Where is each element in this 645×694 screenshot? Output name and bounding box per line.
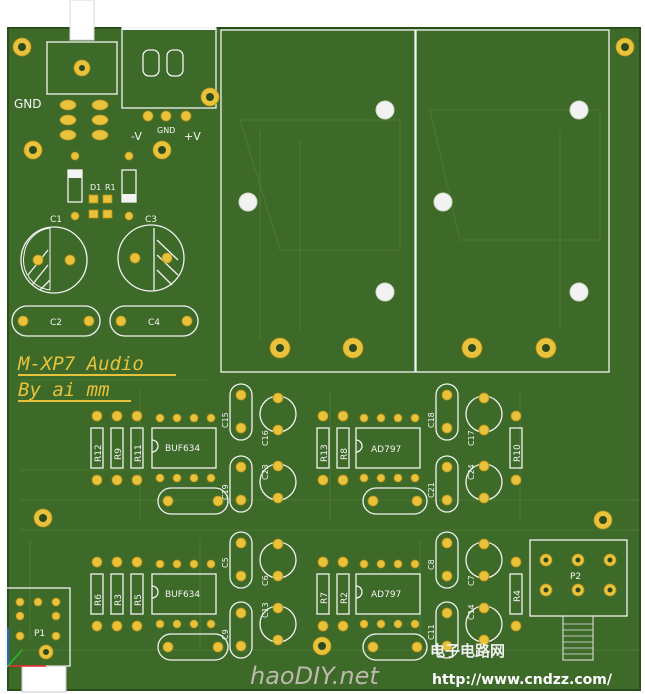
plus-v-label: +V (184, 130, 201, 143)
bottom-right-caps: C8 C11 C7 C14 R4 (427, 531, 523, 659)
r13-label: R13 (320, 444, 330, 462)
title-line-1: M-XP7 Audio (17, 353, 144, 375)
c4-capacitor: C4 (109, 305, 199, 337)
d1-label: D1 (90, 183, 101, 192)
r8-label: R8 (340, 448, 350, 460)
c3-capacitor: C3 (117, 215, 185, 292)
c1-label: C1 (50, 215, 62, 225)
c16-label: C16 (261, 430, 270, 446)
r10-label: R10 (513, 444, 523, 462)
top-left-caps: C15 C19 C16 C23 (221, 383, 297, 513)
bottom-right-resistors: R7 R2 (316, 556, 350, 632)
c18-label: C18 (427, 412, 436, 428)
r5-label: R5 (134, 594, 144, 606)
buf-top-label: BUF634 (165, 444, 200, 454)
c4-label: C4 (148, 318, 160, 328)
r12-label: R12 (94, 444, 104, 462)
buf634-top: BUF634 (151, 413, 217, 483)
c21-label: C21 (427, 482, 436, 498)
c5-label: C5 (221, 557, 230, 568)
ad797-top: AD797 (355, 413, 421, 483)
top-left-resistors: R12 R9 R11 (90, 410, 144, 486)
gnd-label: GND (14, 97, 42, 111)
c17-label: C17 (467, 430, 476, 446)
watermark-cn: 电子电路网 (430, 642, 505, 660)
r4-label: R4 (513, 590, 523, 602)
r2-label: R2 (340, 592, 350, 604)
ad-bot-label: AD797 (371, 590, 401, 600)
r11-label: R11 (134, 444, 144, 462)
d1-r1-block: D1 R1 (67, 151, 137, 221)
c14-label: C14 (467, 604, 476, 620)
gnd-pads: GND (12, 37, 109, 160)
heatsink-right (415, 29, 610, 373)
c8-label: C8 (427, 559, 436, 570)
p1-connector: P1 (5, 587, 71, 693)
c19-label: C19 (221, 484, 230, 500)
input-jack-top (46, 0, 118, 95)
top-right-caps: C18 C21 C17 C24 R10 (427, 383, 523, 513)
r1-label: R1 (105, 183, 116, 192)
watermark-url: http://www.cndzz.com/ (432, 672, 613, 688)
c3-label: C3 (145, 215, 157, 225)
title-line-2: By ai_mm (18, 379, 110, 401)
c11-label: C11 (427, 624, 436, 640)
r6-label: R6 (94, 594, 104, 606)
heatsink-left (220, 29, 416, 373)
c23-label: C23 (261, 464, 270, 480)
c15-label: C15 (221, 412, 230, 428)
c9-label: C9 (221, 629, 230, 640)
r7-label: R7 (320, 592, 330, 604)
power-connector: -V GND +V (121, 0, 220, 160)
p1-label: P1 (34, 629, 45, 639)
c7-label: C7 (467, 575, 476, 586)
p2-label: P2 (570, 572, 581, 582)
r3-label: R3 (114, 594, 124, 606)
c24-label: C24 (467, 464, 476, 480)
c13-label: C13 (261, 602, 270, 618)
ad797-bottom: AD797 (355, 559, 421, 629)
minus-v-label: -V (131, 130, 142, 143)
bottom-left-caps: C5 C9 C6 C13 (221, 531, 297, 659)
ad-top-label: AD797 (371, 445, 401, 455)
r9-label: R9 (114, 448, 124, 460)
gnd-power-label: GND (157, 126, 175, 135)
top-right-resistors: R13 R8 (316, 410, 350, 486)
buf634-bottom: BUF634 (151, 559, 217, 629)
buf-bot-label: BUF634 (165, 590, 200, 600)
p2-connector: P2 (529, 539, 628, 661)
board-title: M-XP7 Audio By ai_mm (17, 353, 176, 402)
c1-capacitor: C1 (20, 215, 88, 294)
c6-label: C6 (261, 575, 270, 586)
watermark-left: haoDIY.net (250, 662, 380, 690)
c2-label: C2 (50, 318, 62, 328)
bottom-left-resistors: R6 R3 R5 (90, 556, 144, 632)
c2-capacitor: C2 (11, 305, 101, 337)
pcb-substrate (8, 28, 640, 690)
